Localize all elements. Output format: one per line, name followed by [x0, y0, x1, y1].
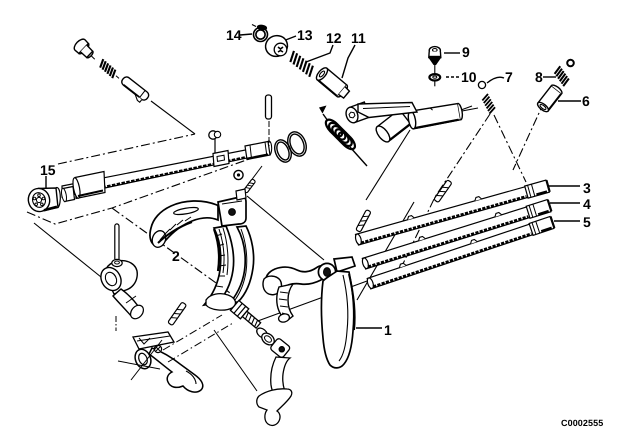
svg-text:6: 6: [582, 93, 590, 109]
svg-text:11: 11: [351, 30, 366, 46]
svg-text:1: 1: [384, 322, 392, 338]
svg-text:5: 5: [583, 214, 591, 230]
svg-text:14: 14: [226, 27, 242, 43]
svg-text:12: 12: [326, 30, 342, 46]
svg-text:8: 8: [535, 69, 543, 85]
svg-text:9: 9: [462, 44, 470, 60]
svg-text:C0002555: C0002555: [561, 418, 603, 428]
svg-text:3: 3: [583, 180, 591, 196]
svg-text:4: 4: [583, 196, 591, 212]
svg-text:7: 7: [505, 69, 513, 85]
svg-text:13: 13: [297, 27, 313, 43]
svg-text:10: 10: [461, 69, 477, 85]
svg-text:2: 2: [172, 248, 180, 264]
svg-text:15: 15: [40, 162, 56, 178]
